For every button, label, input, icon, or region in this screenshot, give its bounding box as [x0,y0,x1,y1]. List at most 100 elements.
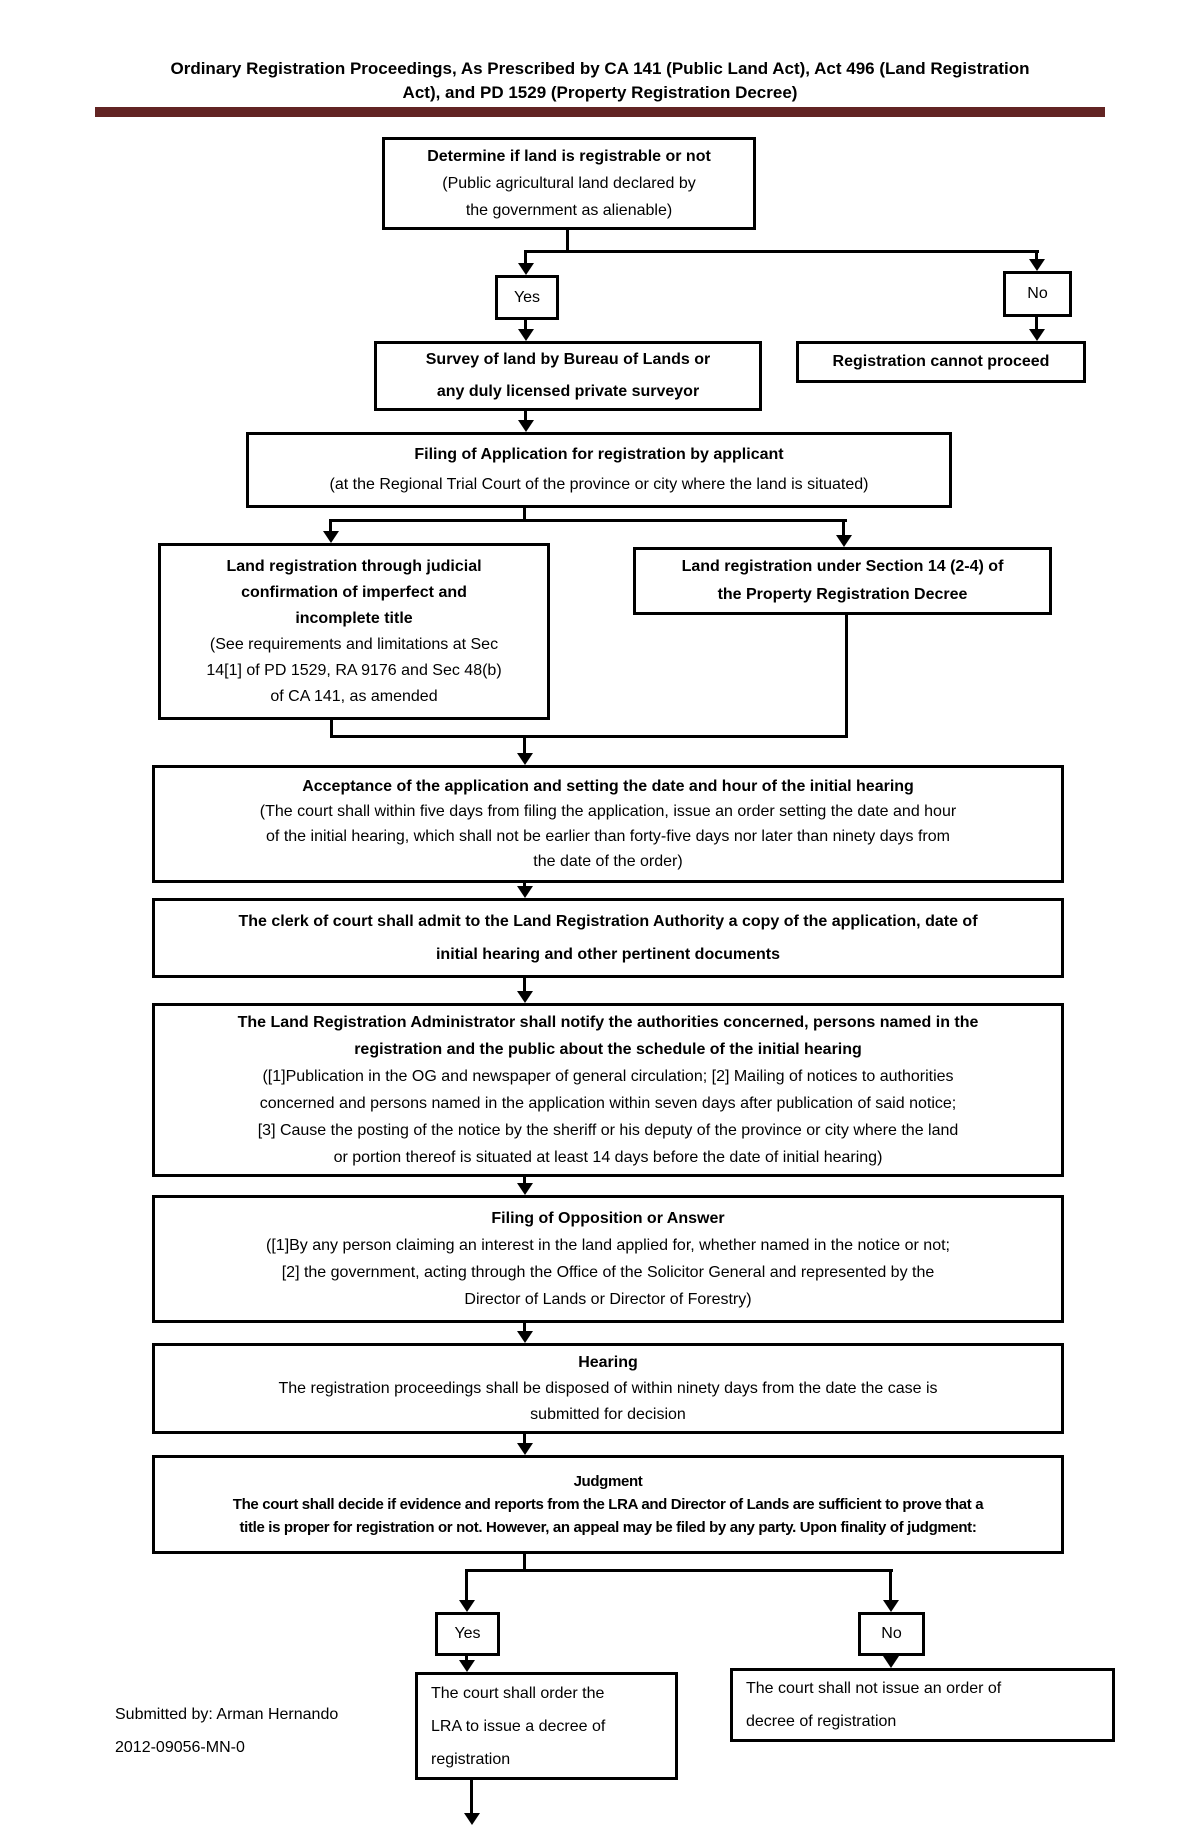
decision1-no-label: No [1027,285,1048,302]
box-filing-application: Filing of Application for registration b… [246,432,952,508]
connector-hearing-judgment [523,1434,526,1443]
box-opposition-line2: ([1]By any person claiming an interest i… [266,1237,950,1254]
box-clerk-line1: The clerk of court shall admit to the La… [238,913,978,930]
box-judicial-line4: (See requirements and limitations at Sec [209,635,499,653]
box-determine-registrable: Determine if land is registrable or not … [382,137,756,230]
decision2-no-label: No [881,1625,902,1642]
connector-yes1-survey [524,320,527,329]
box-opposition-line4: Director of Lands or Director of Forestr… [464,1291,752,1308]
box-judicial-line1: Land registration through judicial [226,557,482,575]
box-hearing-line2: The registration proceedings shall be di… [278,1379,938,1397]
arrow-down-icon [459,1600,475,1612]
box-opposition: Filing of Opposition or Answer ([1]By an… [152,1195,1064,1323]
box-determine-sub1: (Public agricultural land declared by [442,175,696,192]
box-acceptance: Acceptance of the application and settin… [152,765,1064,883]
box-acceptance-line2: (The court shall within five days from f… [259,803,957,820]
box-filing-sub: (at the Regional Trial Court of the prov… [329,476,869,493]
connector-no1-cannot [1035,317,1038,329]
submitted-by-line2: 2012-09056-MN-0 [115,1739,245,1756]
box-filing-title: Filing of Application for registration b… [414,446,784,463]
connector-judicial-stub [330,718,333,738]
box-determine-sub2: the government as alienable) [465,202,673,219]
connector-split3-hline [465,1569,893,1572]
box-judicial-line2: confirmation of imperfect and [241,583,467,601]
connector-final [470,1780,473,1813]
box-hearing-title: Hearing [578,1353,638,1371]
box-notify: The Land Registration Administrator shal… [152,1003,1064,1177]
submitted-by-note: Submitted by: Arman Hernando 2012-09056-… [115,1698,338,1764]
arrow-down-icon [1029,259,1045,271]
connector-determine-stub [566,229,569,253]
decision2-no-box: No [858,1612,925,1656]
arrow-down-icon [836,535,852,547]
box-judgment-line2: The court shall decide if evidence and r… [232,1496,984,1513]
box-survey-line2: any duly licensed private surveyor [436,383,700,400]
arrow-down-icon [883,1656,899,1668]
connector-clerk-notify [523,978,526,991]
box-judicial-confirmation: Land registration through judicial confi… [158,543,550,720]
box-opposition-title: Filing of Opposition or Answer [491,1210,725,1227]
box-notify-line5: [3] Cause the posting of the notice by t… [257,1122,959,1139]
box-court-order-line1: The court shall order the [431,1684,605,1702]
box-notify-line3: ([1]Publication in the OG and newspaper … [262,1068,954,1085]
connector-to-judicial [329,519,332,531]
connector-acceptance-clerk [523,883,526,886]
box-cannot-proceed: Registration cannot proceed [796,341,1086,383]
box-section14-line2: the Property Registration Decree [717,586,968,603]
box-no-order-line1: The court shall not issue an order of [746,1680,1002,1697]
arrow-down-icon [518,420,534,432]
box-court-order-decree: The court shall order the LRA to issue a… [415,1672,678,1780]
decision1-yes-box: Yes [495,275,559,320]
connector-split2-hline [330,519,847,522]
arrow-down-icon [517,886,533,898]
arrow-down-icon [518,263,534,275]
connector-yes2-order [465,1656,468,1660]
connector-to-no1 [1035,250,1038,259]
arrow-down-icon [517,1183,533,1195]
connector-split1-hline [525,250,1039,253]
box-clerk-line2: initial hearing and other pertinent docu… [435,946,781,963]
box-hearing: Hearing The registration proceedings sha… [152,1343,1064,1434]
connector-to-section14 [842,519,845,535]
connector-survey-filing [524,411,527,420]
page-title-line2: Act), and PD 1529 (Property Registration… [402,83,798,102]
connector-opposition-hearing [523,1323,526,1331]
box-notify-line6: or portion thereof is situated at least … [333,1149,883,1166]
connector-merge-hline [330,735,848,738]
box-hearing-line3: submitted for decision [530,1405,686,1423]
arrow-down-icon [518,329,534,341]
arrow-down-icon [883,1600,899,1612]
arrow-down-icon [517,991,533,1003]
box-judgment-title: Judgment [573,1473,643,1490]
submitted-by-line1: Submitted by: Arman Hernando [115,1706,339,1723]
box-survey-line1: Survey of land by Bureau of Lands or [425,351,711,368]
arrow-down-icon [517,1443,533,1455]
box-cannot-proceed-label: Registration cannot proceed [832,353,1050,370]
arrow-down-icon [517,1331,533,1343]
box-notify-line2: registration and the public about the sc… [354,1041,862,1058]
box-judicial-line6: of CA 141, as amended [270,687,438,705]
decision2-yes-label: Yes [454,1625,481,1642]
box-court-order-line2: LRA to issue a decree of [431,1717,606,1735]
box-judgment: Judgment The court shall decide if evide… [152,1455,1064,1554]
connector-to-no2 [889,1569,892,1600]
box-no-order-decree: The court shall not issue an order of de… [730,1668,1115,1742]
connector-filing-stub [523,508,526,522]
box-section14-line1: Land registration under Section 14 (2-4)… [681,558,1004,575]
box-judicial-line3: incomplete title [295,609,413,627]
box-notify-line4: concerned and persons named in the appli… [259,1095,957,1112]
box-clerk: The clerk of court shall admit to the La… [152,898,1064,978]
title-accent-rule [95,107,1105,117]
box-section14: Land registration under Section 14 (2-4)… [633,547,1052,615]
connector-judgment-stub [523,1554,526,1572]
box-acceptance-line4: the date of the order) [533,853,683,870]
box-court-order-line3: registration [431,1750,511,1768]
arrow-down-icon [517,753,533,765]
connector-to-acceptance [523,735,526,753]
connector-notify-opposition [523,1177,526,1183]
arrow-down-icon [323,531,339,543]
box-judicial-line5: 14[1] of PD 1529, RA 9176 and Sec 48(b) [206,661,502,679]
connector-to-yes2 [465,1569,468,1600]
box-survey: Survey of land by Bureau of Lands or any… [374,341,762,411]
